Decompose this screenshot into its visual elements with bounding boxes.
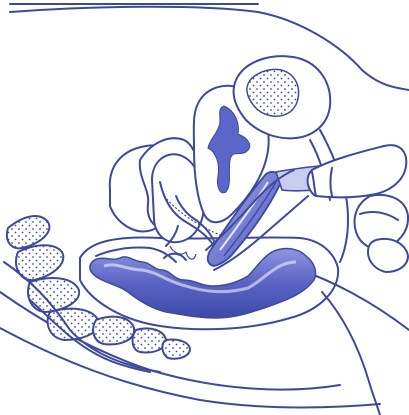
rectum <box>90 249 316 318</box>
inserting-finger <box>308 145 408 272</box>
